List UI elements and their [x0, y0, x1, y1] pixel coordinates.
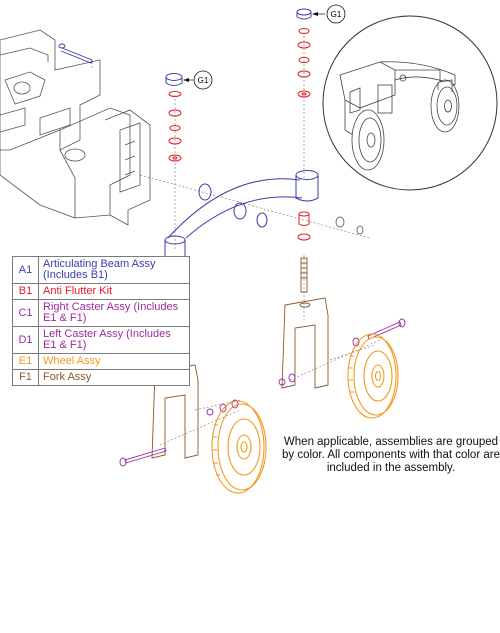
legend-code: D1 [12, 326, 39, 354]
axle-hardware [119, 318, 406, 467]
wheel-left [211, 400, 267, 494]
fork-right [281, 297, 329, 389]
fork-stems [171, 257, 308, 356]
legend-code: E1 [12, 353, 39, 370]
inset-detail [322, 15, 498, 191]
right-washer-stack [297, 28, 311, 98]
legend-description: Anti Flutter Kit [38, 283, 190, 300]
frame-bolt [58, 43, 93, 64]
legend-description: Left Caster Assy (Includes E1 & F1) [38, 326, 190, 354]
legend-code: C1 [12, 299, 39, 327]
left-washer-stack [168, 91, 182, 162]
right-cap [296, 8, 312, 20]
wheel-right [347, 333, 399, 419]
color-grouping-note: When applicable, assemblies are grouped … [282, 436, 500, 474]
legend-description: Articulating Beam Assy (Includes B1) [38, 256, 190, 284]
anti-flutter-spacers [168, 211, 311, 310]
callout-label: G1 [331, 10, 342, 19]
legend-description: Right Caster Assy (Includes E1 & F1) [38, 299, 190, 327]
callout-g1-top: G1 [312, 4, 346, 24]
legend-code: F1 [12, 369, 39, 386]
scooter-frame [0, 29, 151, 226]
beam-hardware [335, 216, 364, 235]
callout-g1-left: G1 [183, 70, 213, 90]
legend-code: B1 [12, 283, 39, 300]
left-cap [165, 73, 183, 86]
legend-code: A1 [12, 256, 39, 284]
callout-label: G1 [198, 76, 209, 85]
legend-description: Wheel Assy [38, 353, 190, 370]
legend-description: Fork Assy [38, 369, 190, 386]
